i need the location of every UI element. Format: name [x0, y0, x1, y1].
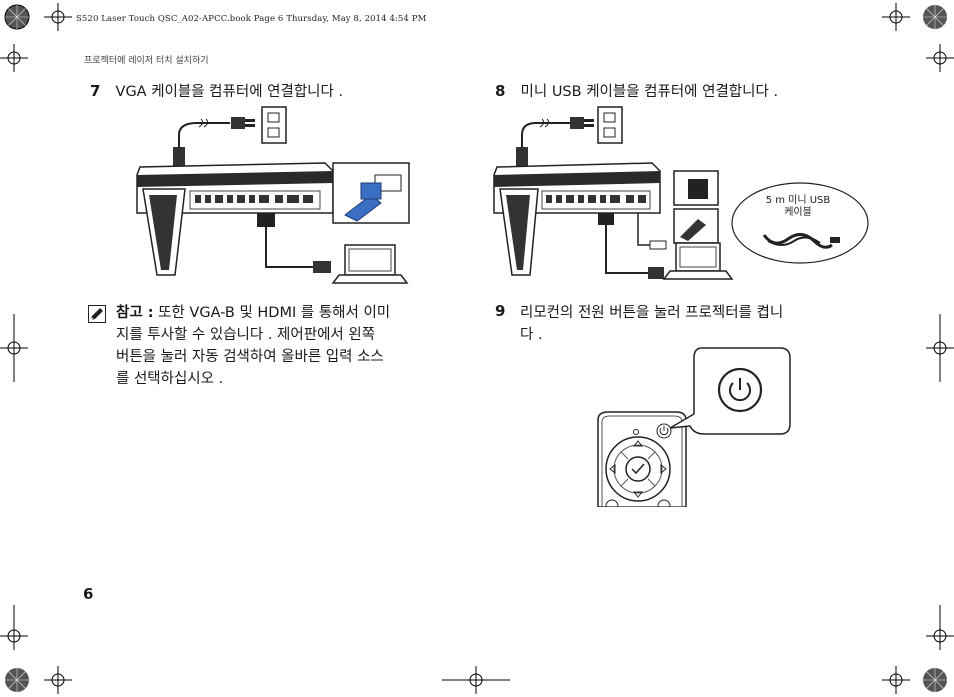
step-text-line-2: 다 .: [520, 327, 543, 343]
power-cable: [178, 122, 230, 165]
remote-control-illustration: [597, 347, 791, 507]
crop-mark-icon: [0, 3, 954, 694]
laptop: [331, 244, 409, 284]
wall-outlet: [261, 106, 287, 144]
callout-text-line2: 케이블: [784, 206, 812, 218]
step-number: 7: [90, 82, 101, 100]
callout-text-line1: 5 m 미니 USB: [766, 194, 831, 206]
power-cable: [521, 122, 570, 165]
wall-outlet: [597, 106, 623, 144]
registration-mark-icon: [923, 668, 947, 692]
note-line-4: 를 선택하십시오 .: [116, 371, 224, 387]
usb-connection-illustration: 5 m 미니 USB 케이블: [493, 106, 869, 280]
usb-cable-callout: 5 m 미니 USB 케이블: [731, 182, 869, 264]
step-text-line-1: 리모컨의 전원 버튼을 눌러 프로젝터를 켭니: [520, 305, 784, 321]
vga-connection-illustration: [136, 106, 410, 284]
note-line-3: 버튼을 눌러 자동 검색하여 올바른 입력 소스: [116, 349, 384, 365]
registration-mark-icon: [4, 4, 30, 30]
step-text: VGA 케이블을 컴퓨터에 연결합니다 .: [115, 84, 344, 100]
note-line-1: 또한 VGA-B 및 HDMI 를 통해서 이미: [158, 305, 391, 321]
step-number: 8: [495, 82, 506, 100]
projector: [493, 162, 661, 276]
note-label: 참고 :: [116, 305, 154, 321]
step-text: 미니 USB 케이블을 컴퓨터에 연결합니다 .: [520, 84, 779, 100]
laptop: [662, 242, 734, 280]
step-number: 9: [495, 302, 506, 320]
projector: [136, 162, 334, 276]
step-7: 7 VGA 케이블을 컴퓨터에 연결합니다 .: [90, 80, 343, 101]
power-icon: [717, 367, 763, 413]
note-pencil-icon: [88, 305, 106, 323]
section-title: 프로젝터에 레이저 터치 설치하기: [84, 56, 209, 66]
note-text: 참고 : 또한 VGA-B 및 HDMI 를 통해서 이미 지를 투사할 수 있…: [116, 302, 468, 390]
note-line-2: 지를 투사할 수 있습니다 . 제어판에서 왼쪽: [116, 327, 376, 343]
registration-mark-icon: [5, 668, 29, 692]
registration-mark-icon: [923, 5, 947, 29]
step-8: 8 미니 USB 케이블을 컴퓨터에 연결합니다 .: [495, 80, 778, 101]
page-number: 6: [83, 585, 94, 603]
file-info-header: S520 Laser Touch QSC_A02-APCC.book Page …: [76, 14, 427, 24]
